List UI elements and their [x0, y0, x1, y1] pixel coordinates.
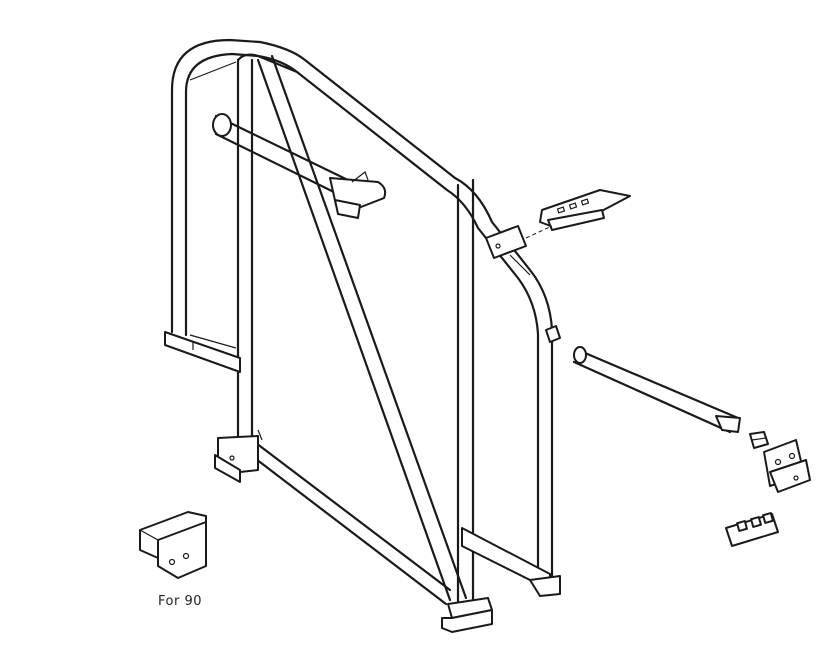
backing-plate: [725, 512, 779, 547]
frame-clamp-bracket: [485, 225, 531, 276]
rear-left-foot-plate: [164, 331, 241, 373]
for-90-caption: For 90: [158, 594, 202, 609]
stay-nut: [749, 431, 769, 449]
body-mounting-bracket: [763, 439, 811, 493]
for-90-bracket: [139, 511, 207, 579]
side-cross-bar: [212, 113, 387, 219]
upper-mounting-plate: [525, 189, 631, 239]
front-right-foot-plate: [441, 597, 493, 633]
rear-right-foot-plate: [461, 527, 561, 597]
roll-cage-frame: [170, 38, 554, 612]
front-left-foot-plate: [214, 435, 259, 483]
rear-stay-bar: [545, 325, 741, 434]
